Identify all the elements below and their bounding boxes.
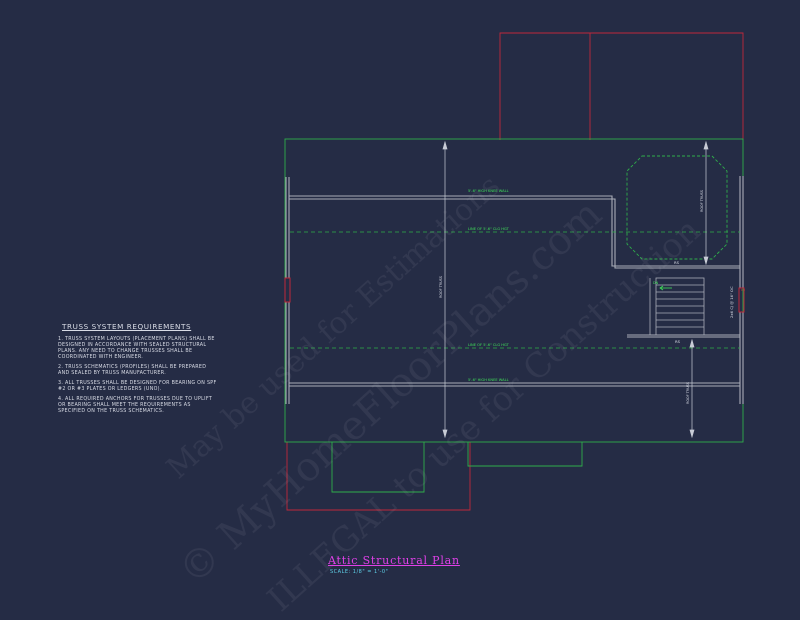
attic-walls: [285, 176, 744, 404]
rs-label-upper: RS: [674, 260, 680, 265]
knee-wall-label-top: 5'-6" HIGH KNEE WALL: [468, 189, 509, 193]
truss-spacing-label: 2x6 CJ @ 16" OC: [729, 286, 734, 318]
skylight-outline: [626, 155, 728, 260]
rs-label-lower: RS: [675, 339, 681, 344]
roof-truss-label-center: ROOF TRUSS: [439, 276, 443, 298]
notes-item-3: 3. ALL TRUSSES SHALL BE DESIGNED FOR BEA…: [58, 381, 217, 392]
stair: [649, 277, 705, 336]
notes-item-2: 2. TRUSS SCHEMATICS (PROFILES) SHALL BE …: [58, 365, 207, 376]
roof-truss-label-upper-right: ROOF TRUSS: [700, 190, 704, 212]
wall-openings: [284, 277, 745, 313]
notes-item-1: 1. TRUSS SYSTEM LAYOUTS (PLACEMENT PLANS…: [58, 337, 215, 360]
knee-wall-label-bottom: 5'-6" HIGH KNEE WALL: [468, 378, 509, 382]
dn-label: DN: [653, 281, 659, 285]
truss-span-arrows: [442, 140, 709, 439]
plan-title: Attic Structural Plan: [328, 554, 460, 567]
roof-truss-label-lower-right: ROOF TRUSS: [686, 382, 690, 404]
notes-title: TRUSS SYSTEM REQUIREMENTS: [62, 322, 192, 331]
ceiling-height-label-top: LINE OF 5'-6" CLG HGT: [468, 227, 510, 231]
attic-plan-drawing: 5'-6" HIGH KNEE WALL LINE OF 5'-6" CLG H…: [284, 32, 745, 511]
ceiling-height-label-bottom: LINE OF 5'-6" CLG HGT: [468, 343, 510, 347]
stair-arrow: [659, 285, 672, 291]
truss-requirements-notes: TRUSS SYSTEM REQUIREMENTS 1. TRUSS SYSTE…: [58, 322, 218, 419]
notes-item-4: 4. ALL REQUIRED ANCHORS FOR TRUSSES DUE …: [58, 397, 213, 414]
ceiling-height-lines: [290, 231, 740, 349]
lower-floor-outline: [286, 32, 745, 511]
plan-scale: SCALE: 1/8" = 1'-0": [330, 569, 389, 575]
